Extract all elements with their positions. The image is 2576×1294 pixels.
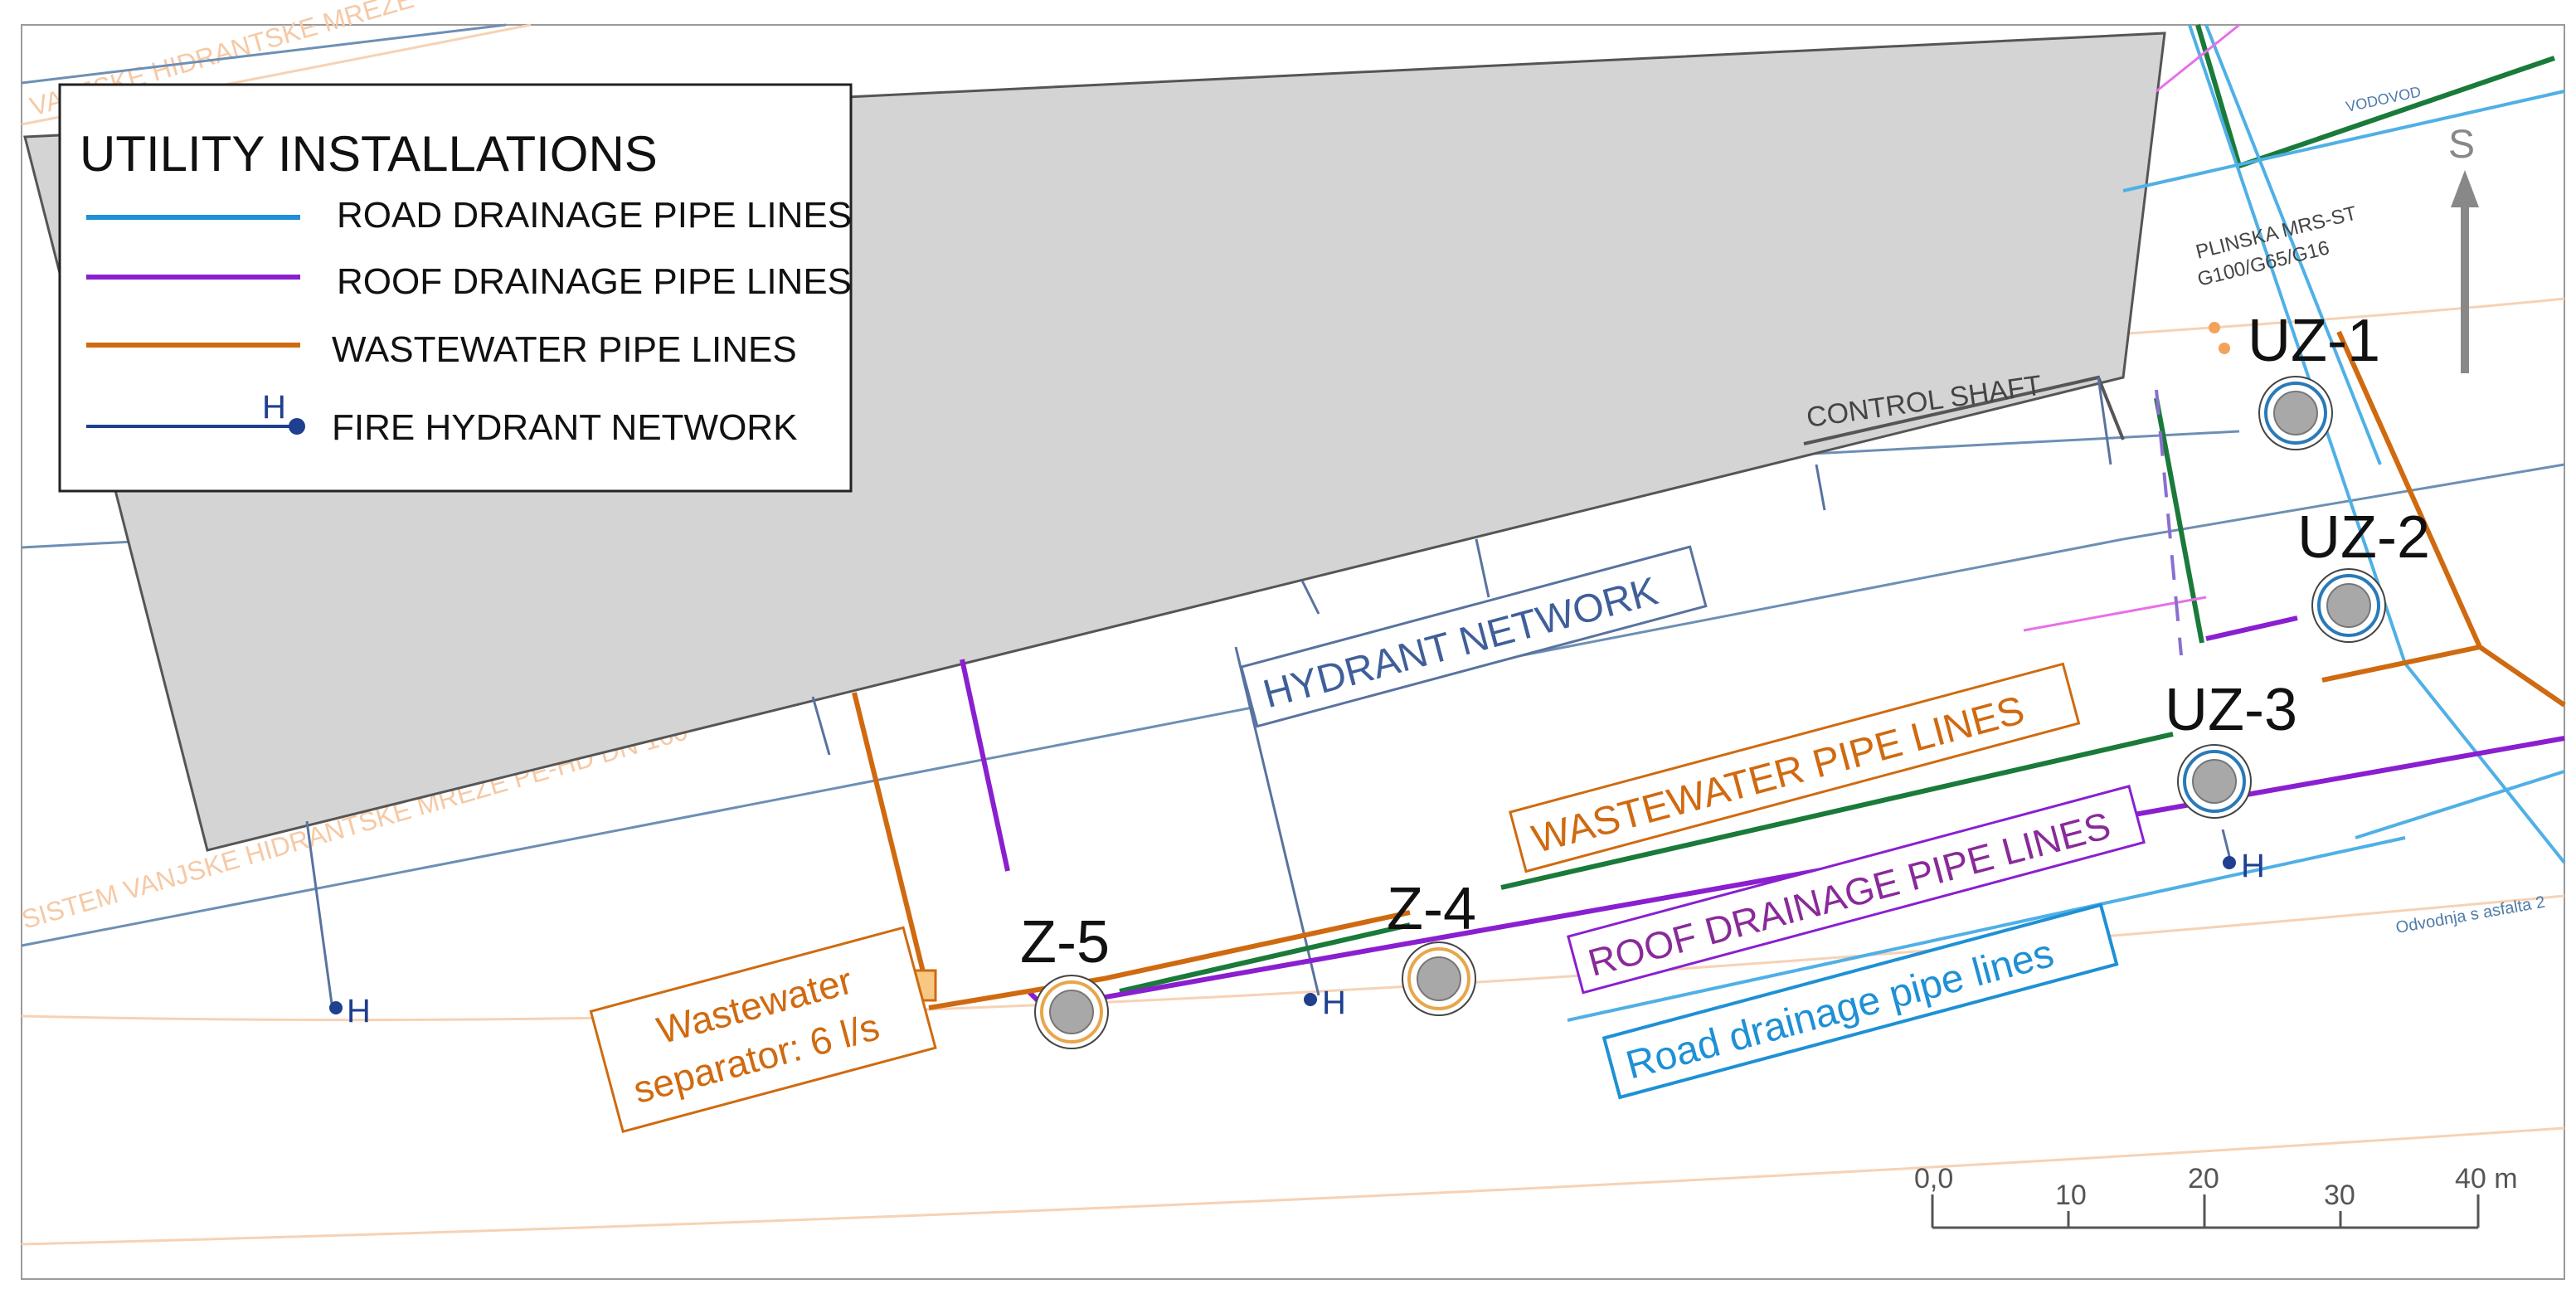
well-label-uz3: UZ-3 <box>2165 677 2297 743</box>
hydrant-marker-2: H <box>1304 985 1346 1021</box>
hydrant-marker-3: H <box>2223 848 2265 884</box>
north-arrow-letter: S <box>2448 123 2475 167</box>
scale-tick-10: 10 <box>2055 1180 2087 1211</box>
wastewater-pipes-map <box>852 330 2566 1010</box>
legend: UTILITY INSTALLATIONS ROAD DRAINAGE PIPE… <box>58 83 853 493</box>
well-label-uz1: UZ-1 <box>2248 308 2380 374</box>
dashed-roof-drain <box>2155 389 2183 656</box>
legend-hydrant-symbol: H <box>262 389 286 426</box>
legend-box <box>58 83 853 493</box>
legend-item-wastewater: WASTEWATER PIPE LINES <box>332 329 797 370</box>
svg-text:H: H <box>1322 985 1346 1021</box>
well-label-uz2: UZ-2 <box>2297 504 2430 571</box>
scale-tick-30: 30 <box>2324 1180 2355 1211</box>
svg-text:H: H <box>347 993 371 1029</box>
hydrant-marker-1: H <box>329 993 371 1029</box>
road-drainage-pipes-map <box>1567 24 2566 1022</box>
svg-text:H: H <box>2241 848 2265 884</box>
north-arrow: S <box>2448 123 2479 373</box>
legend-item-road-drainage: ROAD DRAINAGE PIPE LINES <box>337 195 852 236</box>
legend-title: UTILITY INSTALLATIONS <box>80 126 658 182</box>
scale-tick-40: 40 m <box>2455 1163 2518 1194</box>
well-uz1 <box>2258 376 2333 450</box>
well-uz3 <box>2177 744 2252 819</box>
well-label-z5: Z-5 <box>1020 909 1110 975</box>
well-uz2 <box>2311 568 2386 643</box>
legend-hydrant-dot <box>289 418 305 435</box>
well-z4 <box>1402 941 1476 1016</box>
legend-item-fire-hydrant: FIRE HYDRANT NETWORK <box>332 407 797 448</box>
legend-item-roof-drainage: ROOF DRAINAGE PIPE LINES <box>337 261 852 302</box>
scale-tick-0: 0,0 <box>1914 1163 1953 1194</box>
well-label-z4: Z-4 <box>1387 876 1476 942</box>
scale-tick-20: 20 <box>2188 1163 2219 1194</box>
well-z5 <box>1034 975 1109 1049</box>
scale-bar <box>1931 1194 2480 1229</box>
